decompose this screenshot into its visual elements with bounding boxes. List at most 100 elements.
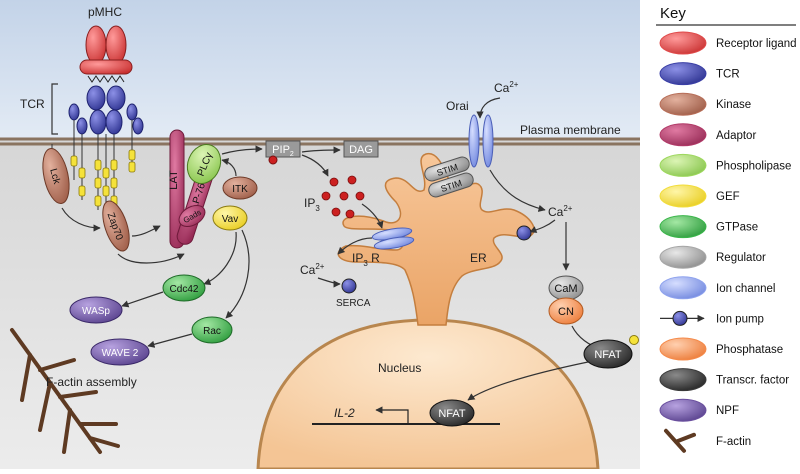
nfat-cytosolic: NFAT (583, 335, 639, 369)
legend-swatch (659, 337, 707, 361)
plasma-membrane-label: Plasma membrane (520, 123, 621, 137)
zap70-to-lat-arrow (131, 225, 161, 237)
ip3r-label: IP3 R (352, 251, 380, 268)
itk-to-plcg-arrow (221, 158, 237, 177)
ip3-to-receptor-arrow (361, 203, 384, 229)
pmhc-label: pMHC (88, 5, 122, 19)
er-ion-pump-right (516, 225, 532, 241)
zap70-to-slp76-arrow (117, 253, 185, 264)
itk-label: ITK (232, 184, 248, 195)
legend-label: Phosphatase (716, 344, 783, 356)
legend-label: F-actin (716, 436, 751, 448)
il2-gene-label: IL-2 (334, 406, 355, 420)
rac-gtpase: Rac (191, 316, 233, 344)
pmhc-ligand (79, 25, 133, 83)
legend-label: GEF (716, 191, 740, 203)
legend-swatch (659, 92, 707, 116)
legend-label: Phospholipase (716, 160, 791, 172)
calmodulin: CaM (548, 275, 584, 301)
nfat-translocation-arrow (467, 361, 589, 401)
transcription-arrow (375, 406, 409, 424)
stim-dimer: STIM STIM (424, 156, 474, 198)
nfat-nuclear: NFAT (429, 399, 475, 427)
lat-label: LAT (168, 170, 180, 190)
legend-swatch (659, 62, 707, 86)
plcg-phospholipase: PLCγ (186, 144, 222, 184)
ip3-head-group (268, 155, 278, 165)
serca-label: SERCA (336, 298, 371, 309)
legend-label: Kinase (716, 99, 751, 111)
rac-to-wave2-arrow (147, 333, 193, 348)
legend-label: Ion pump (716, 313, 764, 325)
legend-item: Transcr. factor (659, 368, 789, 392)
endoplasmic-reticulum (337, 153, 535, 326)
orai-channel (468, 114, 494, 168)
lck-to-zap70-arrow (61, 207, 101, 232)
vav-label: Vav (222, 214, 239, 225)
tcr-bracket (51, 83, 58, 135)
nfat-cytosolic-label: NFAT (594, 349, 622, 361)
legend-swatch-ion-pump (660, 310, 705, 326)
legend-title: Key (660, 5, 686, 22)
legend-swatch (659, 368, 707, 392)
legend-label: Receptor ligand (716, 38, 797, 50)
legend-label: Ion channel (716, 283, 775, 295)
serca-ion-pump (341, 278, 357, 294)
legend-swatch (659, 153, 707, 177)
wasp-npf: WASp (69, 296, 123, 324)
legend-label: NPF (716, 405, 739, 417)
legend-swatch (659, 184, 707, 208)
legend-label: Adaptor (716, 130, 756, 142)
legend-swatch-f-actin (664, 428, 696, 453)
legend-swatch (659, 398, 707, 422)
legend-item: Regulator (659, 245, 766, 269)
dag-label: DAG (349, 144, 373, 156)
itk-kinase: ITK (222, 176, 258, 200)
ip3-label: IP3 (304, 196, 320, 213)
wasp-label: WASp (82, 306, 110, 317)
legend-item: Phosphatase (659, 337, 783, 361)
zap70-kinase: Zap70 (102, 200, 130, 252)
ip3-receptor (371, 227, 415, 250)
legend-label: GTPase (716, 222, 758, 234)
ca-to-serca-arrow (317, 277, 341, 288)
wave2-label: WAVE 2 (102, 348, 139, 359)
lck-kinase: Lck (42, 144, 70, 205)
vav-to-cdc42-arrow (203, 231, 237, 286)
orai-to-ca-arrow (489, 169, 546, 212)
ca-to-er-pump-arrow (529, 219, 556, 233)
cn-label: CN (558, 306, 574, 318)
legend-swatch (659, 215, 707, 239)
legend-swatch (659, 276, 707, 300)
ca-influx-arrow (476, 97, 501, 119)
nucleus-label: Nucleus (378, 361, 421, 375)
legend-swatch (659, 31, 707, 55)
legend-item: Phospholipase (659, 153, 791, 177)
cdc42-label: Cdc42 (170, 284, 199, 295)
wave2-npf: WAVE 2 (90, 338, 150, 366)
legend-item: TCR (659, 62, 740, 86)
rac-label: Rac (203, 326, 221, 337)
gads-adaptor: Gads (178, 205, 206, 227)
legend-item: Ion channel (659, 276, 775, 300)
tcr-complex (68, 85, 144, 210)
pip2-to-ip3-arrow (301, 154, 329, 177)
cdc42-to-wasp-arrow (121, 291, 164, 308)
legend-item: Receptor ligand (659, 31, 797, 55)
legend-item: Adaptor (659, 123, 756, 147)
plcg-to-pip2-arrow (221, 145, 263, 155)
legend-item: NPF (659, 398, 739, 422)
phosphate-group (629, 335, 639, 345)
nfat-nuclear-label: NFAT (438, 408, 466, 420)
dag-lipid: DAG (343, 140, 379, 158)
pip2-label: PIP2 (272, 144, 294, 158)
orai-label: Orai (446, 99, 469, 113)
legend-label: Transcr. factor (716, 375, 789, 387)
legend-label: TCR (716, 69, 740, 81)
lck-label: Lck (47, 167, 62, 186)
legend-swatch (659, 123, 707, 147)
pip2-to-dag-arrow (301, 146, 341, 154)
ca-cytosol-right: Ca2+ (548, 204, 573, 219)
